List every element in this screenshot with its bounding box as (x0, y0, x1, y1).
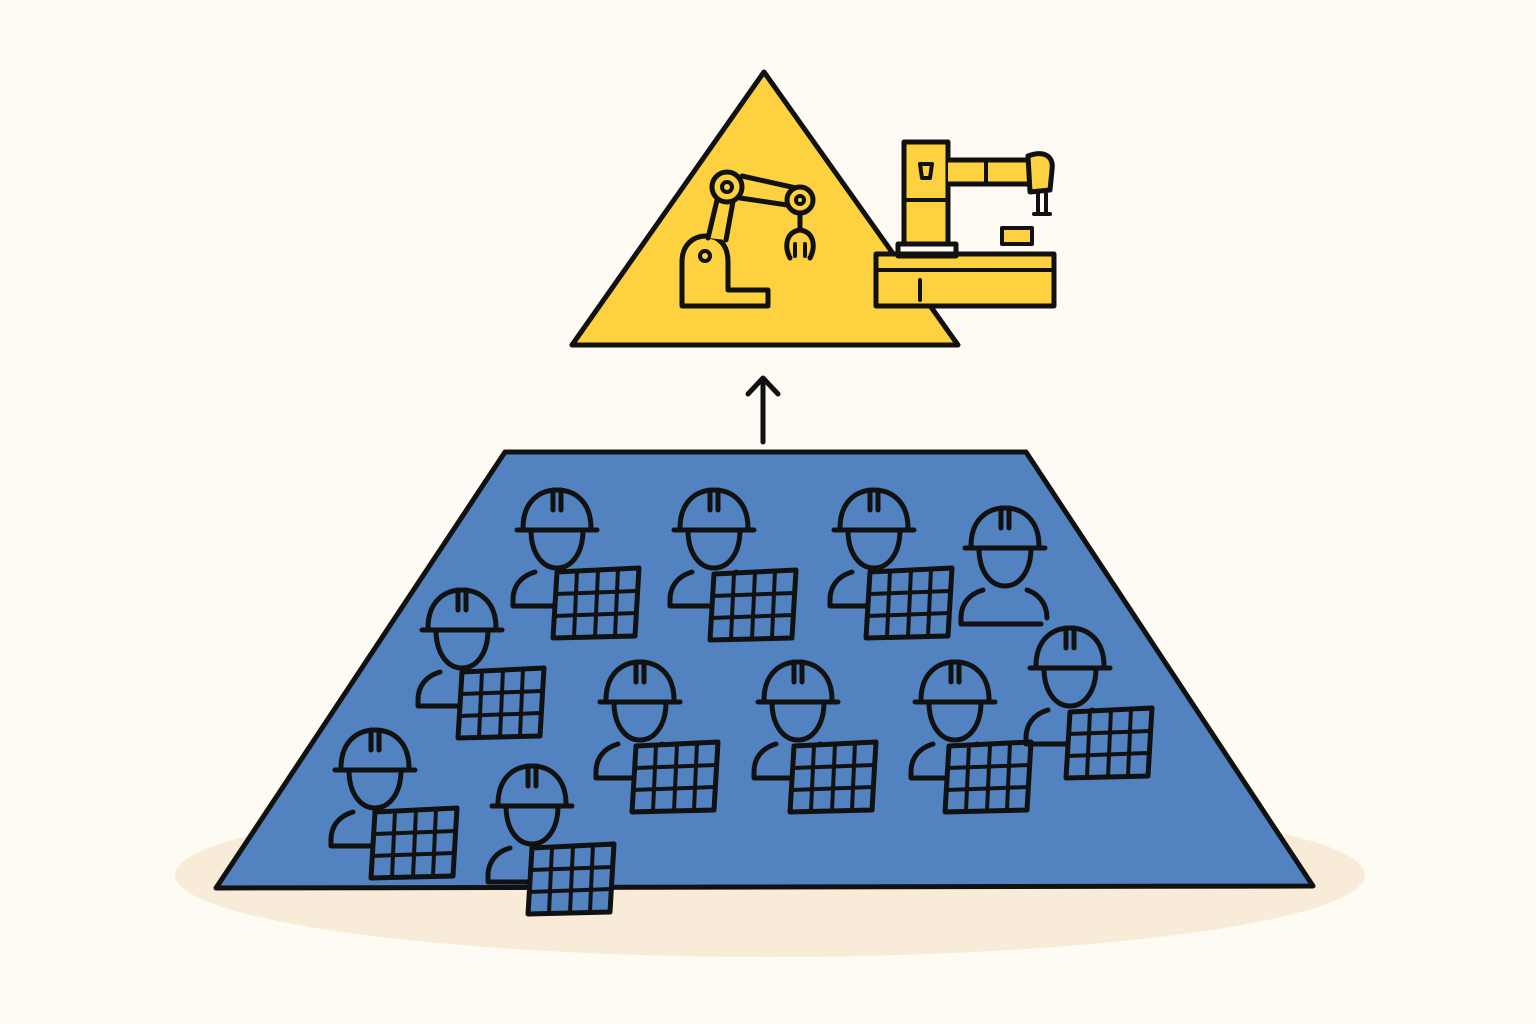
industrial-robot-cell-icon (873, 139, 1057, 309)
automation-top-triangle (569, 69, 961, 348)
workforce-base-trapezoid (213, 449, 1316, 891)
up-arrow-icon (745, 375, 781, 445)
robot-arm-icon (679, 169, 816, 309)
